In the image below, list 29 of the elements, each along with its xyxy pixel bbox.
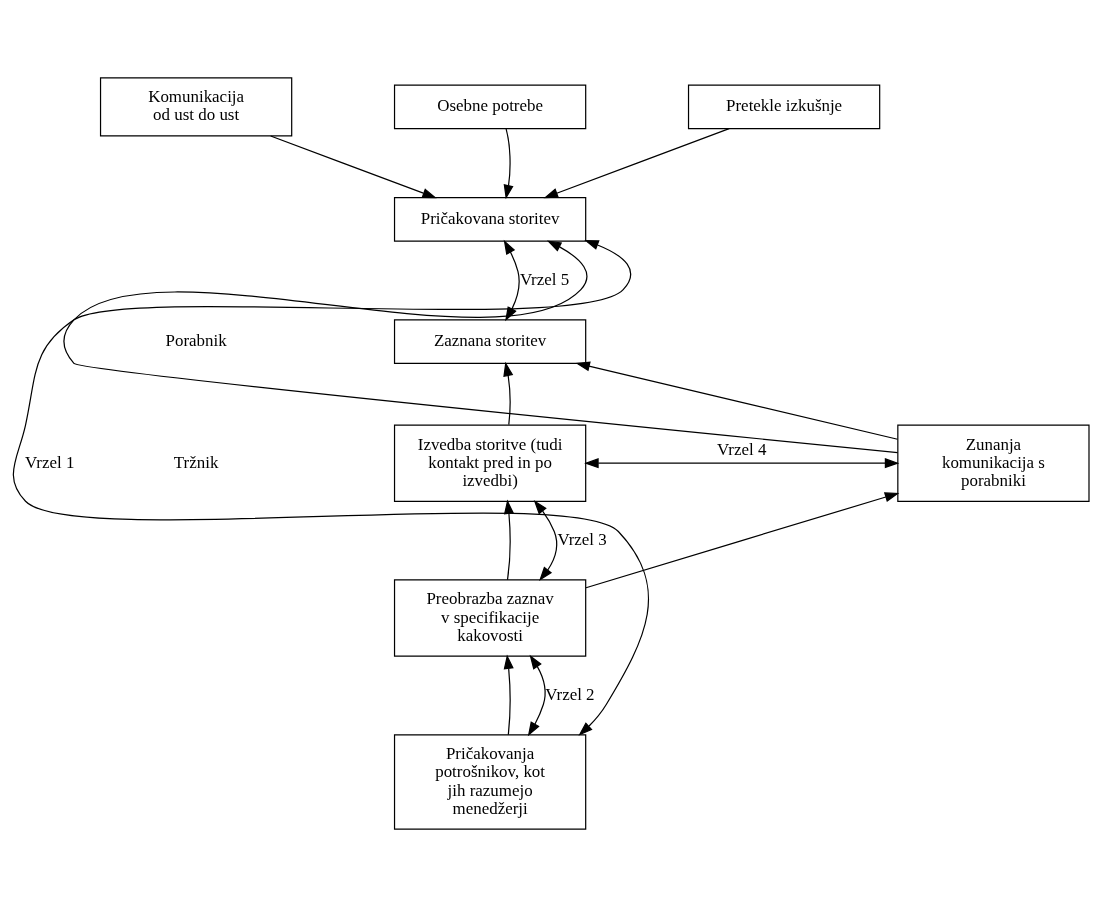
label: Porabnik	[165, 331, 227, 351]
arrow	[503, 128, 514, 200]
node-box: Zaznana storitev	[393, 319, 587, 364]
node-box: Pričakovanja potrošnikov, kot jih razumejo menedžerji	[393, 734, 587, 830]
arrow	[270, 135, 437, 199]
edge-label: Vrzel 2	[545, 684, 595, 704]
node-box: Izvedba storitve (tudi kontakt pred in po izvedbi)	[393, 424, 587, 502]
edge-label: Vrzel 1	[25, 452, 75, 472]
node-box: Preobrazba zaznav v specifikacije kakovosti	[393, 579, 587, 657]
edge-label: Vrzel 5	[519, 269, 570, 289]
arrow	[584, 458, 900, 469]
edge-label: Vrzel 4	[717, 439, 767, 459]
arrow	[585, 492, 900, 589]
node-box: Komunikacija od ust do ust	[99, 77, 293, 137]
arrow	[63, 240, 899, 454]
arrow	[12, 240, 650, 736]
node-box: Osebne potrebe	[393, 84, 587, 130]
arrow	[527, 654, 546, 737]
arrow	[503, 654, 514, 736]
label: Tržnik	[173, 452, 219, 472]
arrow	[543, 128, 730, 199]
arrow	[575, 361, 899, 440]
node-box: Pričakovana storitev	[393, 197, 587, 242]
arrow	[533, 500, 558, 581]
node-box: Pretekle izkušnje	[687, 84, 881, 130]
node-box: Zunanja komunikacija s porabniki	[897, 424, 1090, 502]
arrow	[503, 499, 514, 581]
arrow	[503, 361, 514, 426]
edge-label: Vrzel 3	[557, 530, 607, 550]
